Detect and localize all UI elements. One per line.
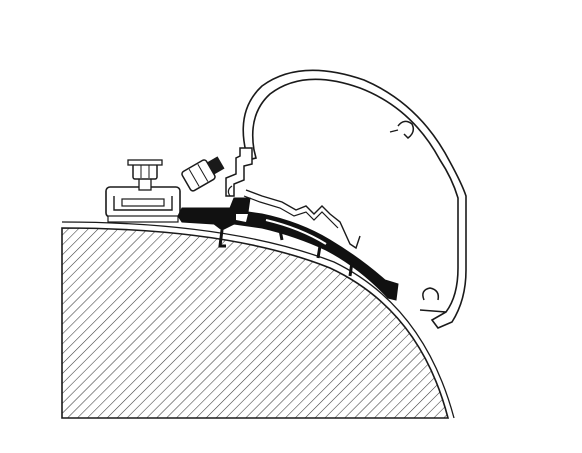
clamp-bolt [127,159,163,191]
awning-cassette [242,69,467,329]
vehicle-roof-section [61,221,455,419]
adapter-profile [177,197,399,301]
roof-rail-clamp [105,186,181,223]
adapter-bolt [181,156,225,192]
cassette-hook [225,147,253,197]
adapter-rail-outline [243,189,361,250]
